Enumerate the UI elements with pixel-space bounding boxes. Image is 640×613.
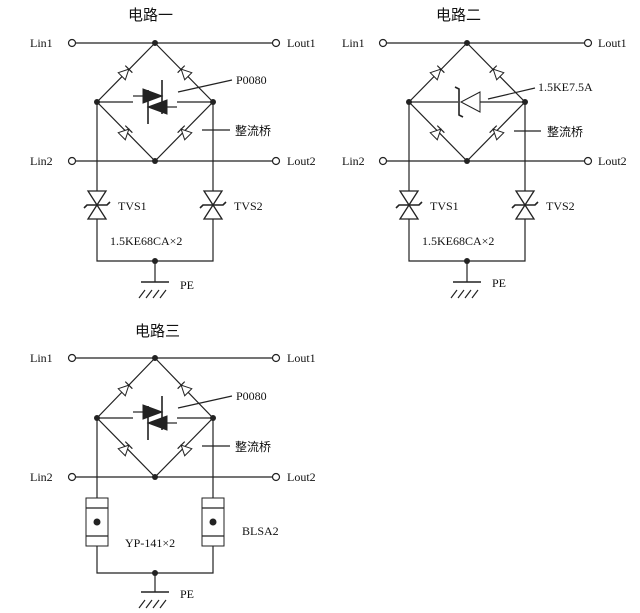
ground-icon xyxy=(450,281,482,299)
label-tvs2: TVS2 xyxy=(546,199,575,213)
circuit-2: 电路二 Lin1 Lout1 Lin2 Lout2 1.5KE7.5A 整流桥 xyxy=(342,6,627,299)
bridge-diode xyxy=(429,125,445,141)
leader-zener xyxy=(487,87,536,100)
label-lin1: Lin1 xyxy=(30,36,53,50)
label-pe: PE xyxy=(180,278,194,292)
label-tvs-part: 1.5KE68CA×2 xyxy=(422,234,494,248)
terminal-lout2 xyxy=(583,156,593,166)
label-lin2: Lin2 xyxy=(342,154,365,168)
label-lout2: Lout2 xyxy=(287,470,316,484)
label-p0080: P0080 xyxy=(236,389,267,403)
circuit-2-title: 电路二 xyxy=(436,6,481,24)
label-tvs1: TVS1 xyxy=(118,199,147,213)
label-lout1: Lout1 xyxy=(287,36,316,50)
label-zener: 1.5KE7.5A xyxy=(538,80,593,94)
label-lout2: Lout2 xyxy=(598,154,627,168)
terminal-lin1 xyxy=(67,38,77,48)
label-lout1: Lout1 xyxy=(598,36,627,50)
label-lin1: Lin1 xyxy=(342,36,365,50)
label-pe: PE xyxy=(492,276,506,290)
ground-icon xyxy=(138,591,170,609)
label-tvs1: TVS1 xyxy=(430,199,459,213)
bridge-diode xyxy=(177,125,193,141)
tvs1-symbol xyxy=(83,190,111,220)
label-lout1: Lout1 xyxy=(287,351,316,365)
tvs2-symbol xyxy=(511,190,539,220)
label-tvs2: TVS2 xyxy=(234,199,263,213)
leader-p0080 xyxy=(177,395,233,409)
terminal-lout1 xyxy=(271,38,281,48)
label-lin2: Lin2 xyxy=(30,470,53,484)
label-bridge: 整流桥 xyxy=(547,124,583,139)
terminal-lin2 xyxy=(378,156,388,166)
terminal-lout2 xyxy=(271,156,281,166)
terminal-lout1 xyxy=(583,38,593,48)
label-lout2: Lout2 xyxy=(287,154,316,168)
terminal-lout2 xyxy=(271,472,281,482)
circuit-3: 电路三 Lin1 Lout1 Lin2 Lout2 P0080 整流桥 YP-1… xyxy=(30,322,316,609)
arrester-2-symbol xyxy=(201,497,225,547)
zener-1-5ke7-5a-symbol xyxy=(454,86,481,118)
tvs2-symbol xyxy=(199,190,227,220)
tvs1-symbol xyxy=(395,190,423,220)
label-arrester-part: YP-141×2 xyxy=(125,536,175,550)
leader-p0080 xyxy=(177,79,233,93)
terminal-lin2 xyxy=(67,156,77,166)
label-blsa2: BLSA2 xyxy=(242,524,279,538)
label-pe: PE xyxy=(180,587,194,601)
terminal-lin1 xyxy=(67,353,77,363)
circuit-3-title: 电路三 xyxy=(135,322,180,340)
label-p0080: P0080 xyxy=(236,73,267,87)
terminal-lout1 xyxy=(271,353,281,363)
label-bridge: 整流桥 xyxy=(235,123,271,138)
bridge-diode xyxy=(117,441,133,457)
terminal-lin1 xyxy=(378,38,388,48)
arrester-1-symbol xyxy=(85,497,109,547)
bridge-diode xyxy=(489,125,505,141)
thyristor-p0080-symbol xyxy=(132,79,178,125)
circuit-1: 电路一 Lin1 Lout1 Lin2 Lout2 P0080 整流桥 xyxy=(30,6,316,299)
terminal-lin2 xyxy=(67,472,77,482)
label-lin2: Lin2 xyxy=(30,154,53,168)
label-bridge: 整流桥 xyxy=(235,439,271,454)
bridge-diode xyxy=(177,441,193,457)
ground-icon xyxy=(138,281,170,299)
bridge-diode xyxy=(117,125,133,141)
circuit-1-title: 电路一 xyxy=(128,6,173,24)
label-tvs-part: 1.5KE68CA×2 xyxy=(110,234,182,248)
thyristor-p0080-symbol xyxy=(132,395,178,441)
label-lin1: Lin1 xyxy=(30,351,53,365)
